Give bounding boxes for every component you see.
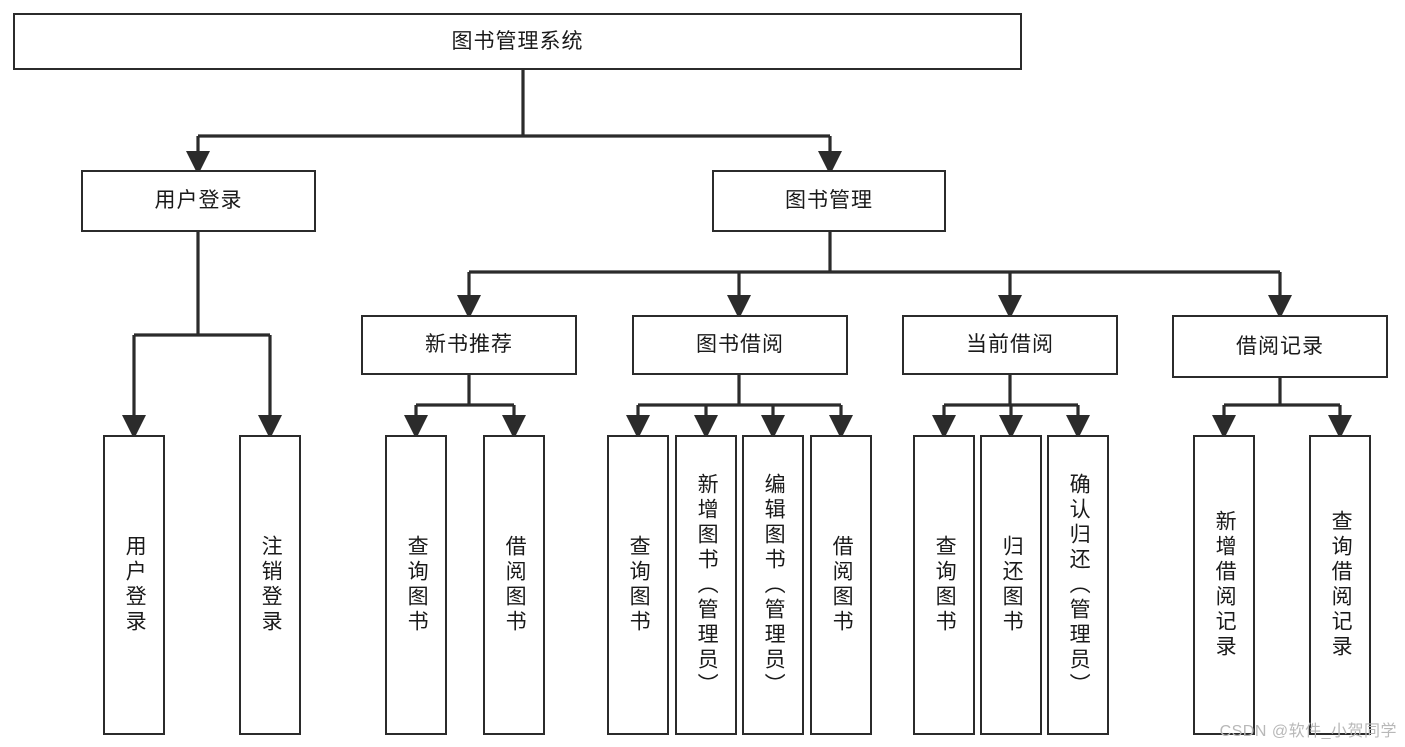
node-root[interactable]: 图书管理系统 — [13, 13, 1022, 70]
leaf-borrow-book-1-label: 借阅图书 — [503, 535, 527, 635]
node-current-borrow-label: 当前借阅 — [966, 333, 1054, 357]
leaf-add-record-label: 新增借阅记录 — [1213, 510, 1237, 660]
node-user-login[interactable]: 用户登录 — [81, 170, 316, 232]
node-root-label: 图书管理系统 — [451, 29, 584, 53]
node-borrow-record[interactable]: 借阅记录 — [1172, 315, 1388, 378]
leaf-query-book-1-label: 查询图书 — [405, 535, 429, 635]
leaf-borrow-book-1[interactable]: 借阅图书 — [483, 435, 545, 735]
leaf-query-book-3[interactable]: 查询图书 — [913, 435, 975, 735]
leaf-edit-book-label: 编辑图书（管理员） — [762, 472, 786, 698]
node-borrow-record-label: 借阅记录 — [1236, 334, 1324, 358]
leaf-logout-login[interactable]: 注销登录 — [239, 435, 301, 735]
leaf-borrow-book-2[interactable]: 借阅图书 — [810, 435, 872, 735]
node-book-manage[interactable]: 图书管理 — [712, 170, 946, 232]
leaf-user-login-label: 用户登录 — [123, 535, 147, 635]
leaf-query-book-1[interactable]: 查询图书 — [385, 435, 447, 735]
leaf-add-record[interactable]: 新增借阅记录 — [1193, 435, 1255, 735]
leaf-query-record-label: 查询借阅记录 — [1329, 510, 1353, 660]
leaf-add-book[interactable]: 新增图书（管理员） — [675, 435, 737, 735]
leaf-return-book[interactable]: 归还图书 — [980, 435, 1042, 735]
leaf-logout-login-label: 注销登录 — [259, 535, 283, 635]
leaf-confirm-return-label: 确认归还（管理员） — [1067, 472, 1091, 698]
leaf-query-record[interactable]: 查询借阅记录 — [1309, 435, 1371, 735]
leaf-query-book-2[interactable]: 查询图书 — [607, 435, 669, 735]
node-current-borrow[interactable]: 当前借阅 — [902, 315, 1118, 375]
leaf-query-book-3-label: 查询图书 — [933, 535, 957, 635]
leaf-user-login[interactable]: 用户登录 — [103, 435, 165, 735]
node-new-book-recommend[interactable]: 新书推荐 — [361, 315, 577, 375]
node-user-login-label: 用户登录 — [154, 189, 243, 213]
node-book-manage-label: 图书管理 — [785, 189, 873, 213]
leaf-confirm-return[interactable]: 确认归还（管理员） — [1047, 435, 1109, 735]
leaf-borrow-book-2-label: 借阅图书 — [830, 535, 854, 635]
node-new-book-recommend-label: 新书推荐 — [425, 333, 513, 357]
leaf-add-book-label: 新增图书（管理员） — [695, 472, 719, 698]
node-book-borrow[interactable]: 图书借阅 — [632, 315, 848, 375]
leaf-query-book-2-label: 查询图书 — [627, 535, 651, 635]
node-book-borrow-label: 图书借阅 — [696, 333, 784, 357]
leaf-return-book-label: 归还图书 — [1000, 535, 1024, 635]
leaf-edit-book[interactable]: 编辑图书（管理员） — [742, 435, 804, 735]
